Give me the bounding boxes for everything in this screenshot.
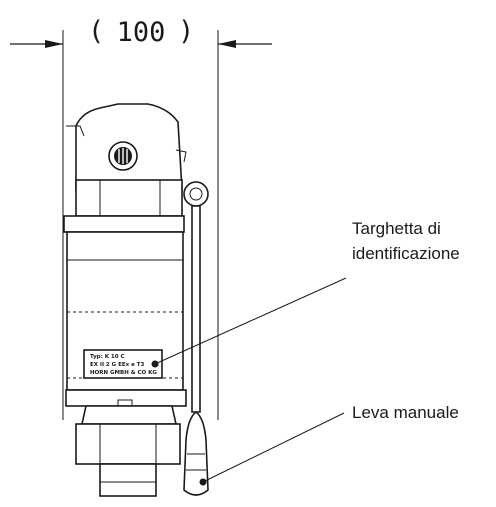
outlet-nipple xyxy=(99,463,157,497)
hex-nut xyxy=(75,179,183,217)
manual-lever xyxy=(183,181,209,496)
nameplate: Typ: K 10 C EX II 2 G EEx e T3 HORN GMBH… xyxy=(83,349,163,379)
dome-lip-right xyxy=(175,149,187,163)
leader-line-nameplate xyxy=(154,277,347,365)
dimension-paren-close: ) xyxy=(178,16,194,47)
knob-icon xyxy=(108,141,138,171)
nameplate-text-3: HORN GMBH & CO KG xyxy=(90,370,157,376)
dimension-annotation: ( 100 ) xyxy=(10,16,272,420)
lower-collar xyxy=(65,389,187,407)
outlet-hex xyxy=(75,423,181,465)
callout-lever-label: Leva manuale xyxy=(352,403,459,422)
dimension-arrow-right xyxy=(218,40,236,48)
dimension-arrow-left xyxy=(45,40,63,48)
leader-dot-nameplate xyxy=(151,360,159,368)
nameplate-text-1: Typ: K 10 C xyxy=(90,354,125,360)
leader-dot-lever xyxy=(199,478,207,486)
lever-pivot-inner xyxy=(189,187,203,201)
leader-line-lever xyxy=(202,412,345,483)
lever-shaft xyxy=(191,205,201,413)
dimension-value: 100 xyxy=(117,17,166,48)
callout-nameplate-line1: Targhetta di xyxy=(352,219,441,238)
callout-lever: Leva manuale xyxy=(199,403,459,486)
lever-pivot xyxy=(183,181,209,207)
device-body: Typ: K 10 C EX II 2 G EEx e T3 HORN GMBH… xyxy=(63,103,187,497)
dimension-paren-open: ( xyxy=(88,16,104,47)
dome-lip-left xyxy=(66,125,85,137)
bottom-fitting xyxy=(81,405,177,425)
nameplate-frame xyxy=(83,349,163,379)
flange-ring xyxy=(63,215,185,233)
callout-nameplate-line2: identificazione xyxy=(352,244,460,263)
nameplate-text-2: EX II 2 G EEx e T3 xyxy=(90,362,144,368)
callout-nameplate: Targhetta di identificazione xyxy=(151,219,460,368)
